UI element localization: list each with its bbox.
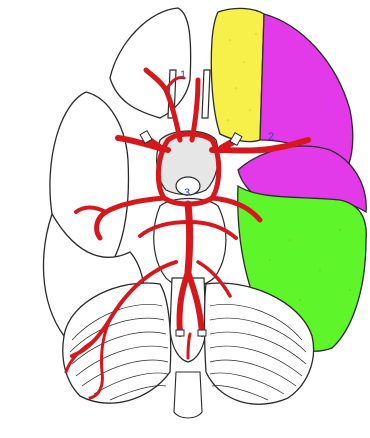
right-frontal-region: [211, 8, 264, 141]
olfactory-tract-right: [202, 70, 210, 118]
basilar-artery: [188, 204, 190, 272]
label-1: 1: [180, 69, 186, 81]
label-2: 2: [268, 131, 274, 143]
label-3: 3: [184, 187, 190, 199]
cerebellar-vermis: [174, 372, 202, 418]
left-frontal-lobe: [110, 8, 191, 118]
